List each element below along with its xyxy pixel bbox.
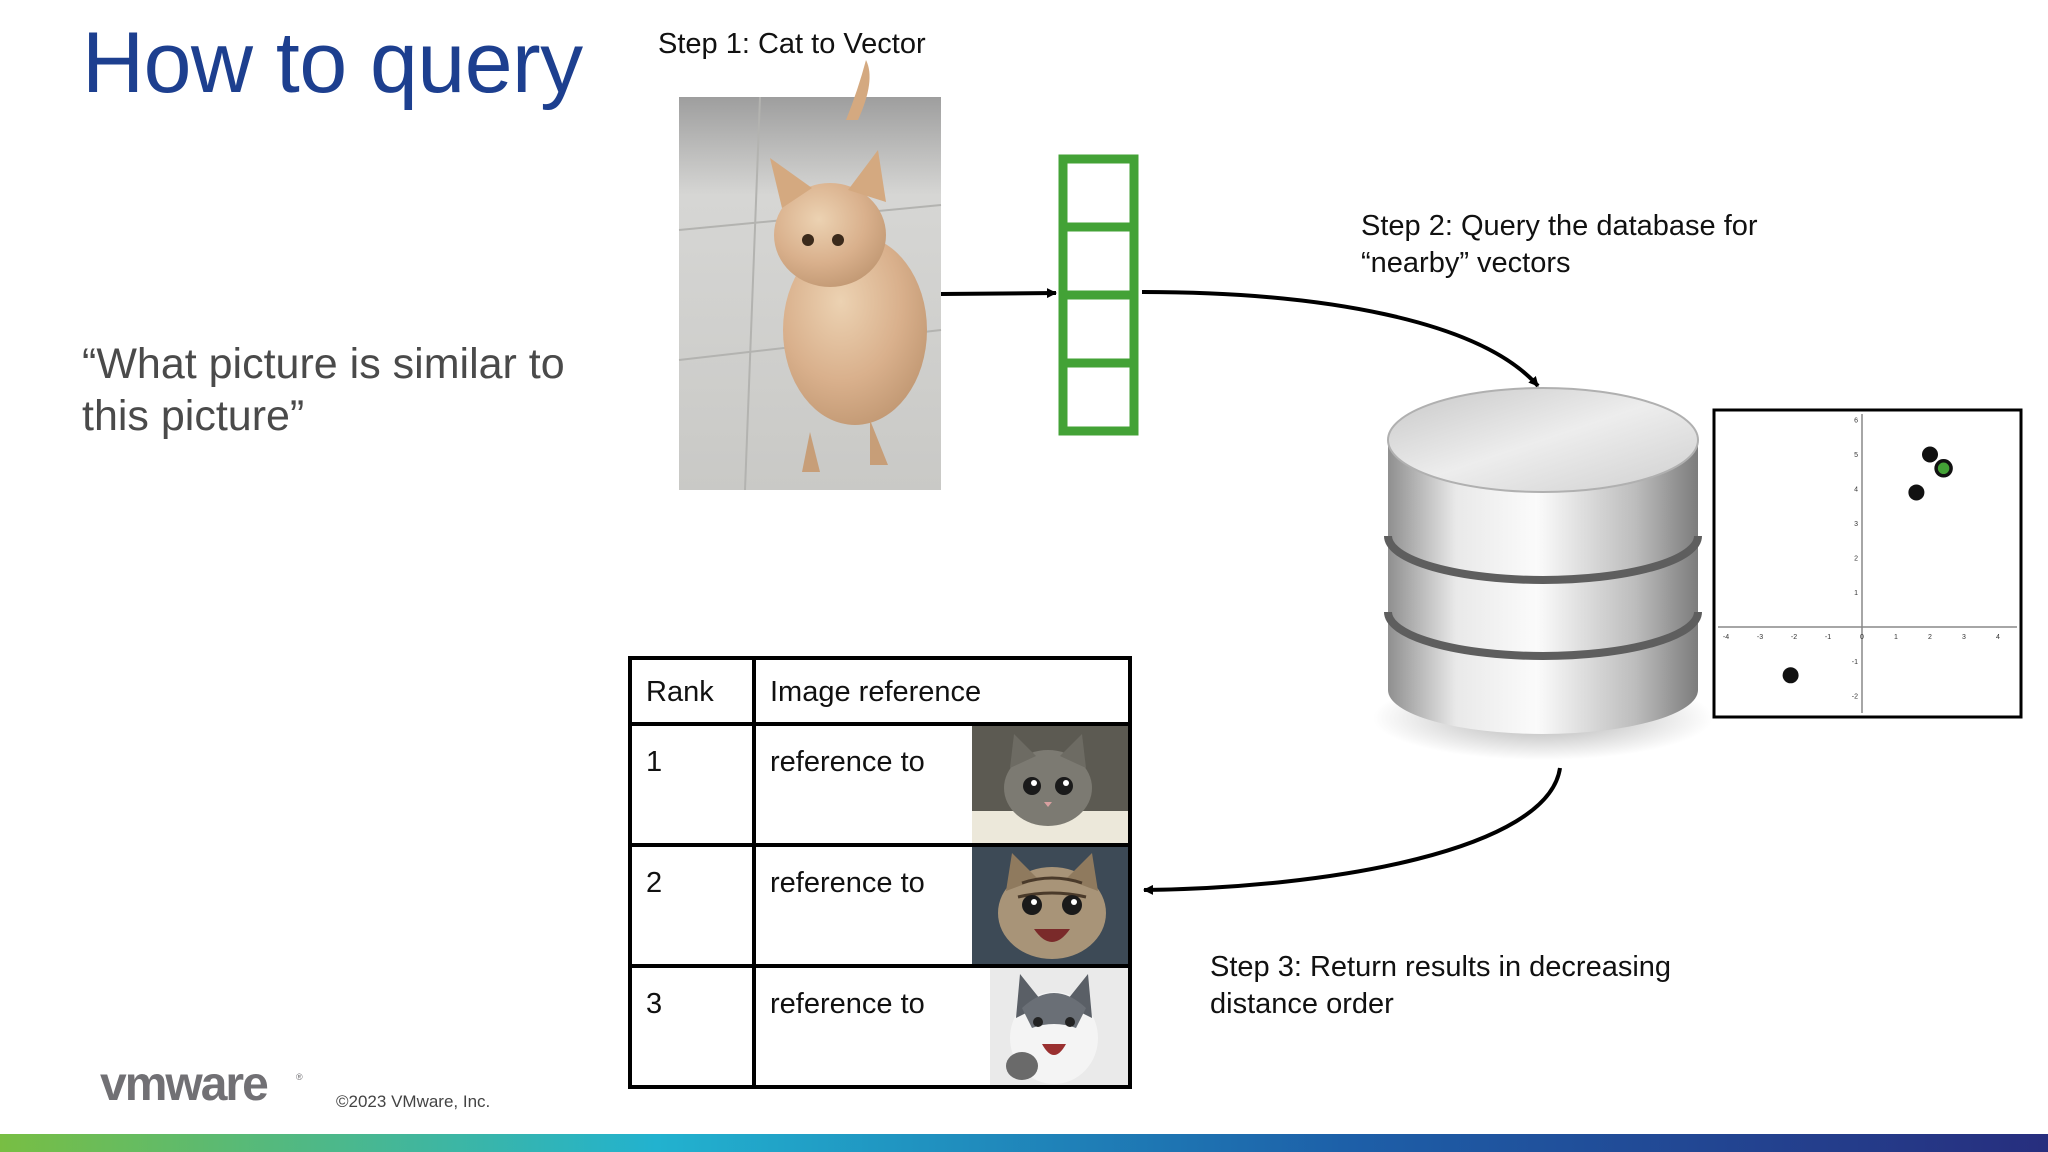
copyright-notice: ©2023 VMware, Inc. xyxy=(336,1092,491,1111)
svg-text:®: ® xyxy=(296,1072,303,1082)
step1-label: Step 1: Cat to Vector xyxy=(658,28,926,60)
rank-cell: 1 xyxy=(628,722,756,847)
cat-to-vector-arrow xyxy=(940,288,1057,299)
query-cat-image xyxy=(678,60,942,491)
plot-y-tick-label: 6 xyxy=(1854,418,1858,425)
reference-cell: reference to xyxy=(752,722,1132,847)
embedding-vector xyxy=(1058,154,1139,436)
plot-x-tick-label: -1 xyxy=(1825,634,1831,641)
step3-label: Step 3: Return results in decreasing dis… xyxy=(1210,951,1672,1020)
plot-y-tick-label: 4 xyxy=(1854,487,1858,494)
plot-x-tick-label: 3 xyxy=(1962,634,1966,641)
plot-x-tick-label: -3 xyxy=(1757,634,1763,641)
results-table: Rank Image reference 1 reference to 2 re… xyxy=(628,656,1132,1089)
plot-y-tick-label: -1 xyxy=(1852,659,1858,666)
vector-space-plot: -4 -3 -2 -1 0 1 2 3 4 6 5 4 3 2 1 -1 -2 xyxy=(1712,408,2023,719)
database-to-results-arrow xyxy=(1143,767,1562,895)
husky-puppy-image xyxy=(990,968,1128,1085)
step2-label: Step 2: Query the database for “nearby” … xyxy=(1361,210,1758,279)
query-vector-point xyxy=(1934,459,1953,478)
plot-y-tick-label: 1 xyxy=(1854,590,1858,597)
vector-to-database-arrow xyxy=(1141,290,1540,388)
plot-x-tick-label: -2 xyxy=(1791,634,1797,641)
stored-vector-point xyxy=(1782,667,1799,684)
query-quote: “What picture is similar to this picture… xyxy=(82,340,565,440)
rank-header: Rank xyxy=(628,656,756,726)
rank-cell: 3 xyxy=(628,964,756,1089)
plot-x-tick-label: 1 xyxy=(1894,634,1898,641)
svg-text:vmware: vmware xyxy=(100,1064,268,1108)
plot-y-tick-label: 3 xyxy=(1854,521,1858,528)
plot-y-tick-label: 5 xyxy=(1854,452,1858,459)
rank-cell: 2 xyxy=(628,843,756,968)
table-header-row: Rank Image reference xyxy=(628,656,1132,726)
stored-vector-point xyxy=(1908,484,1925,501)
reference-cell: reference to xyxy=(752,964,1132,1089)
table-row: 2 reference to xyxy=(628,843,1132,968)
plot-y-tick-label: -2 xyxy=(1852,694,1858,701)
vmware-logo: vmware ® xyxy=(100,1058,312,1113)
grey-kitten-image xyxy=(972,726,1128,843)
plot-y-tick-label: 2 xyxy=(1854,556,1858,563)
plot-x-tick-label: 4 xyxy=(1996,634,2000,641)
slide-title: How to query xyxy=(82,15,583,111)
stored-vector-point xyxy=(1922,446,1938,463)
plot-x-tick-label: 2 xyxy=(1928,634,1932,641)
reference-header: Image reference xyxy=(752,656,1132,726)
database-icon xyxy=(1373,387,1713,760)
table-row: 1 reference to xyxy=(628,722,1132,847)
table-row: 3 reference to xyxy=(628,964,1132,1089)
tabby-kitten-image xyxy=(972,847,1128,964)
reference-cell: reference to xyxy=(752,843,1132,968)
plot-x-tick-label: -4 xyxy=(1723,634,1729,641)
brand-gradient-bar xyxy=(0,1134,2048,1152)
plot-x-tick-label: 0 xyxy=(1860,634,1864,641)
